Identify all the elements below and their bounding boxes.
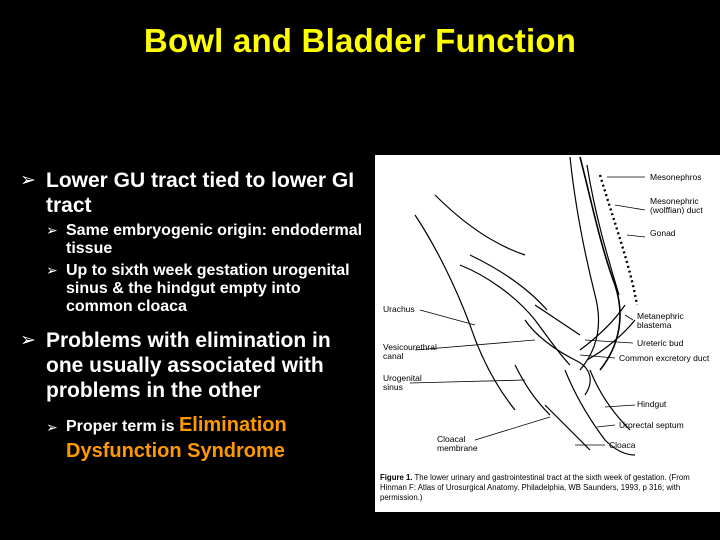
arrow-bullet-icon: ➢	[46, 420, 58, 436]
label-cloacal-membrane: Cloacal membrane	[437, 434, 478, 453]
embryology-figure: Mesonephros Mesonephric (wolffian) duct …	[375, 155, 720, 512]
sub-bullet-origin: ➢ Same embryogenic origin: endodermal ti…	[46, 222, 370, 258]
arrow-bullet-icon: ➢	[20, 169, 36, 191]
sub-bullet-text: Proper term is	[66, 418, 175, 435]
label-mesonephric-duct: Mesonephric (wolffian) duct	[650, 196, 703, 215]
arrow-bullet-icon: ➢	[46, 223, 58, 239]
anatomy-drawing	[409, 156, 646, 456]
arrow-bullet-icon: ➢	[46, 263, 58, 279]
label-common-excretory-duct: Common excretory duct	[619, 353, 710, 363]
arrow-bullet-icon: ➢	[20, 329, 36, 351]
bullet-gu-gi: ➢ Lower GU tract tied to lower GI tract	[20, 168, 370, 218]
figure-caption: Figure 1. The lower urinary and gastroin…	[380, 473, 718, 503]
label-mesonephros: Mesonephros	[650, 172, 702, 182]
label-metanephric-blastema: Metanephric blastema	[637, 311, 684, 330]
sub-bullet-term: ➢ Proper term is Elimination Dysfunction…	[46, 413, 370, 465]
label-gonad: Gonad	[650, 228, 676, 238]
caption-label: Figure 1.	[380, 473, 413, 482]
bullet-list: ➢ Lower GU tract tied to lower GI tract …	[20, 168, 370, 465]
bullet-text: Lower GU tract tied to lower GI tract	[46, 169, 355, 217]
sub-bullet-text: Same embryogenic origin: endodermal tiss…	[66, 222, 363, 257]
slide-title: Bowl and Bladder Function	[143, 22, 577, 59]
sub-bullet-cloaca: ➢ Up to sixth week gestation urogenital …	[46, 262, 370, 316]
highlight-term: Elimination Dysfunction Syndrome	[66, 414, 287, 462]
caption-text: The lower urinary and gastrointestinal t…	[380, 473, 690, 502]
label-urorectal-septum: Urorectal septum	[619, 420, 684, 430]
label-urogenital-sinus: Urogenital sinus	[383, 373, 422, 392]
label-urachus: Urachus	[383, 304, 415, 314]
label-cloaca: Cloaca	[609, 440, 636, 450]
bullet-text: Problems with elimination in one usually…	[46, 329, 331, 402]
bullet-problems: ➢ Problems with elimination in one usual…	[20, 328, 370, 403]
label-ureteric-bud: Ureteric bud	[637, 338, 684, 348]
label-vesicourethral-canal: Vesicourethral canal	[383, 342, 437, 361]
sub-bullet-text: Up to sixth week gestation urogenital si…	[66, 262, 350, 315]
label-hindgut: Hindgut	[637, 399, 667, 409]
